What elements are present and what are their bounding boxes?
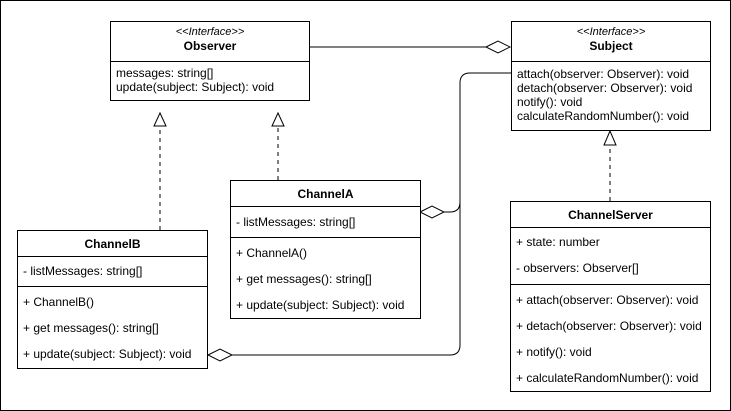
subject-interface[interactable]: <<Interface>> Subject attach(observer: O… xyxy=(511,21,711,131)
channelb-method: + get messages(): string[] xyxy=(23,321,159,335)
channelb-attribute: - listMessages: string[] xyxy=(23,264,143,278)
subject-member: notify(): void xyxy=(517,95,583,109)
subject-stereotype: <<Interface>> xyxy=(576,26,646,38)
channelserver-attribute: + state: number xyxy=(516,235,600,249)
subject-header: <<Interface>> Subject xyxy=(512,22,710,62)
channelb-realization-arrowhead xyxy=(153,111,167,127)
channelb-name: ChannelB xyxy=(84,237,141,251)
subject-member: calculateRandomNumber(): void xyxy=(517,109,690,123)
channelserver-header: ChannelServer xyxy=(511,202,710,228)
observer-stereotype: <<Interface>> xyxy=(175,26,245,38)
channelb-attributes: - listMessages: string[] xyxy=(18,257,207,287)
observer-members: messages: string[] update(subject: Subje… xyxy=(111,62,309,100)
subject-name: Subject xyxy=(589,39,633,53)
channela-attributes: - listMessages: string[] xyxy=(231,207,420,238)
channela-class[interactable]: ChannelA - listMessages: string[] + Chan… xyxy=(230,180,421,319)
channela-methods: + ChannelA() + get messages(): string[] … xyxy=(231,238,420,318)
observer-member: messages: string[] xyxy=(116,66,214,80)
subject-aggregation-diamond xyxy=(484,40,512,54)
channelserver-class[interactable]: ChannelServer + state: number - observer… xyxy=(510,201,711,392)
channelb-aggregation-diamond xyxy=(206,348,234,362)
observer-interface[interactable]: <<Interface>> Observer messages: string[… xyxy=(110,21,310,101)
channelb-method: + ChannelB() xyxy=(23,295,95,309)
subject-channels-aggregation-line xyxy=(232,72,511,356)
channelserver-attribute: - observers: Observer[] xyxy=(516,261,639,275)
channela-realization-arrowhead xyxy=(271,111,285,127)
channelb-class[interactable]: ChannelB - listMessages: string[] + Chan… xyxy=(17,230,208,369)
channelb-methods: + ChannelB() + get messages(): string[] … xyxy=(18,287,207,368)
subject-members: attach(observer: Observer): void detach(… xyxy=(512,62,710,130)
subject-member: attach(observer: Observer): void xyxy=(517,67,690,81)
channela-method: + get messages(): string[] xyxy=(236,272,372,286)
channelb-method: + update(subject: Subject): void xyxy=(23,347,192,361)
observer-member: update(subject: Subject): void xyxy=(116,80,275,94)
channela-name: ChannelA xyxy=(297,187,354,201)
channela-method: + update(subject: Subject): void xyxy=(236,298,405,312)
channela-attribute: - listMessages: string[] xyxy=(236,215,356,229)
channelserver-name: ChannelServer xyxy=(568,208,653,222)
channela-method: + ChannelA() xyxy=(236,246,308,260)
channelserver-method: + calculateRandomNumber(): void xyxy=(516,371,699,385)
channelserver-method: + attach(observer: Observer): void xyxy=(516,293,699,307)
channelserver-method: + detach(observer: Observer): void xyxy=(516,319,702,333)
observer-header: <<Interface>> Observer xyxy=(111,22,309,62)
channelserver-methods: + attach(observer: Observer): void + det… xyxy=(511,285,710,391)
channelb-header: ChannelB xyxy=(18,231,207,257)
channela-header: ChannelA xyxy=(231,181,420,207)
channela-aggregation-diamond xyxy=(418,205,446,219)
subject-member: detach(observer: Observer): void xyxy=(517,81,693,95)
channelserver-attributes: + state: number - observers: Observer[] xyxy=(511,228,710,285)
channelserver-method: + notify(): void xyxy=(516,345,592,359)
observer-name: Observer xyxy=(183,39,237,53)
channelserver-realization-arrowhead xyxy=(603,129,617,146)
